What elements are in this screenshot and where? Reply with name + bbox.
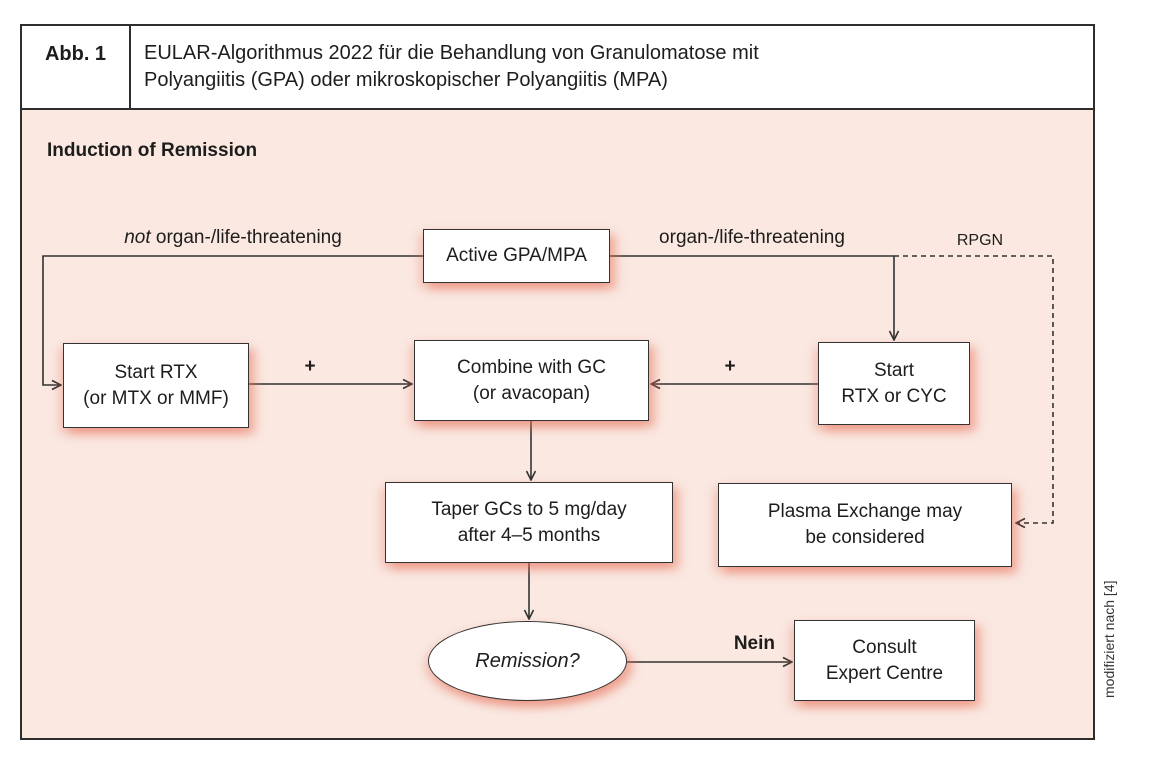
- node-start-rtx-cyc: Start RTX or CYC: [818, 342, 970, 425]
- node-remission-decision: Remission?: [428, 621, 627, 701]
- edge-label-not-organ-life-threatening: not organ-/life-threatening: [43, 227, 423, 249]
- node-start-rtx-line2: (or MTX or MMF): [83, 387, 229, 409]
- node-consult-line1: Consult: [852, 636, 917, 658]
- node-start-rtx: Start RTX (or MTX or MMF): [63, 343, 249, 428]
- node-active-gpa-mpa-label: Active GPA/MPA: [446, 245, 587, 266]
- credit-caption: modifiziert nach [4]: [1101, 580, 1117, 698]
- figure-title-line2: Polyangiitis (GPA) oder mikroskopischer …: [144, 69, 668, 91]
- edge-label-plus-left: +: [304, 356, 316, 377]
- edge-label-rpgn: RPGN: [956, 232, 1004, 249]
- node-taper-gcs-line2: after 4–5 months: [457, 524, 601, 546]
- node-start-rtx-cyc-line1: Start: [873, 359, 915, 381]
- node-taper-gcs: Taper GCs to 5 mg/day after 4–5 months: [385, 482, 673, 563]
- edge-label-not-rest: organ-/life-threatening: [150, 227, 342, 248]
- figure-header: Abb. 1 EULAR-Algorithmus 2022 für die Be…: [22, 26, 1093, 110]
- figure-label: Abb. 1: [22, 26, 131, 108]
- node-consult-expert-centre: Consult Expert Centre: [794, 620, 975, 701]
- node-start-rtx-line1: Start RTX: [114, 361, 198, 383]
- node-plasma-exchange-line1: Plasma Exchange may: [767, 501, 963, 522]
- figure-title: EULAR-Algorithmus 2022 für die Behandlun…: [131, 26, 1093, 108]
- node-remission-label: Remission?: [475, 650, 580, 672]
- node-combine-gc-line1: Combine with GC: [457, 356, 606, 378]
- node-active-gpa-mpa: Active GPA/MPA: [423, 229, 610, 283]
- edge-label-plus-right: +: [724, 356, 736, 377]
- section-heading: Induction of Remission: [47, 140, 258, 161]
- node-combine-gc-line2: (or avacopan): [472, 382, 591, 404]
- node-combine-gc: Combine with GC (or avacopan): [414, 340, 649, 421]
- node-plasma-exchange-line2: be considered: [805, 527, 925, 548]
- figure-title-line1: EULAR-Algorithmus 2022 für die Behandlun…: [144, 42, 759, 64]
- edge-label-organ-life-threatening: organ-/life-threatening: [659, 227, 845, 248]
- edge-label-not-italic: not: [124, 227, 151, 248]
- edge-label-nein: Nein: [733, 633, 775, 654]
- node-taper-gcs-line1: Taper GCs to 5 mg/day: [431, 498, 627, 520]
- node-plasma-exchange: Plasma Exchange may be considered: [718, 483, 1012, 567]
- node-consult-line2: Expert Centre: [825, 662, 944, 684]
- node-start-rtx-cyc-line2: RTX or CYC: [841, 385, 947, 407]
